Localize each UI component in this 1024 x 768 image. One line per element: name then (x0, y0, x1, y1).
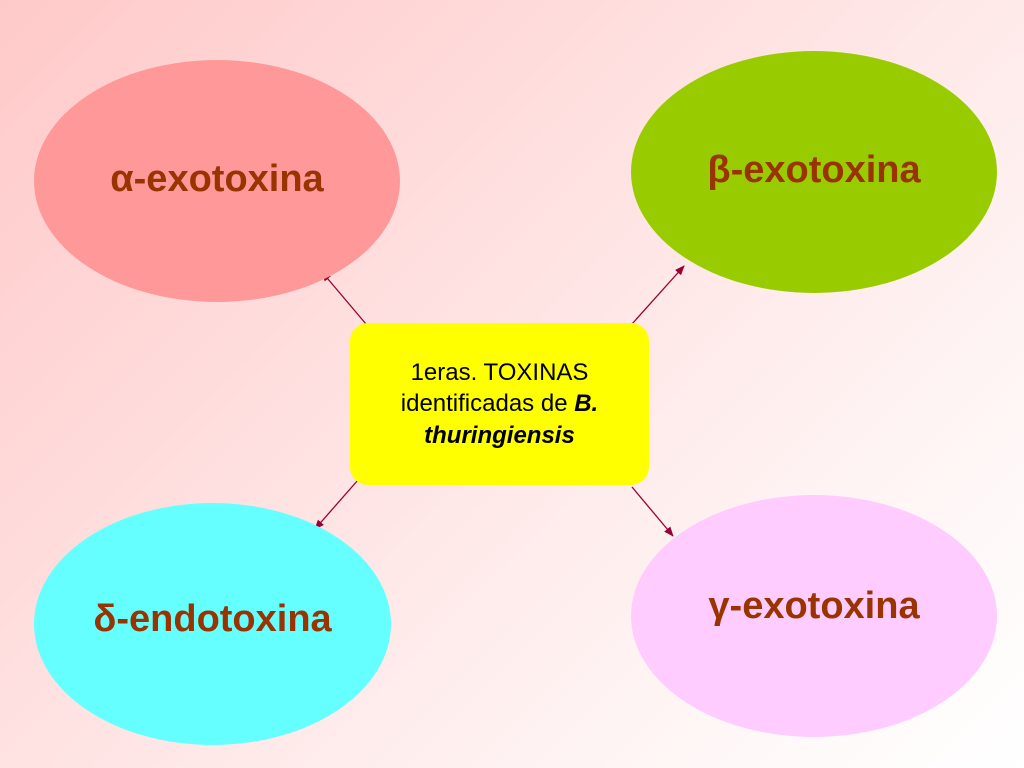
node-label-delta: δ-endotoxina (93, 597, 332, 640)
arrow-to-gamma (631, 486, 674, 537)
node-beta-exotoxina: β-exotoxina (631, 51, 997, 293)
node-alpha-exotoxina: α-exotoxina (34, 60, 400, 302)
center-topic-box: 1eras. TOXINAS identificadas de B. thuri… (350, 323, 649, 485)
species-genus: B. (574, 390, 599, 418)
arrow-to-beta (631, 265, 685, 325)
species-name: thuringiensis (424, 421, 575, 449)
node-label-beta: β-exotoxina (707, 148, 921, 191)
center-topic-text: 1eras. TOXINAS identificadas de B. thuri… (401, 357, 598, 451)
node-label-alpha: α-exotoxina (110, 157, 324, 200)
arrow-to-delta (314, 479, 359, 530)
node-label-gamma: γ-exotoxina (708, 584, 920, 627)
node-delta-endotoxina: δ-endotoxina (34, 503, 391, 745)
center-line-2: identificadas de (400, 390, 568, 418)
arrow-to-alpha (321, 271, 367, 325)
node-gamma-exotoxina: γ-exotoxina (631, 495, 997, 737)
center-line-1: 1eras. TOXINAS (410, 359, 589, 387)
